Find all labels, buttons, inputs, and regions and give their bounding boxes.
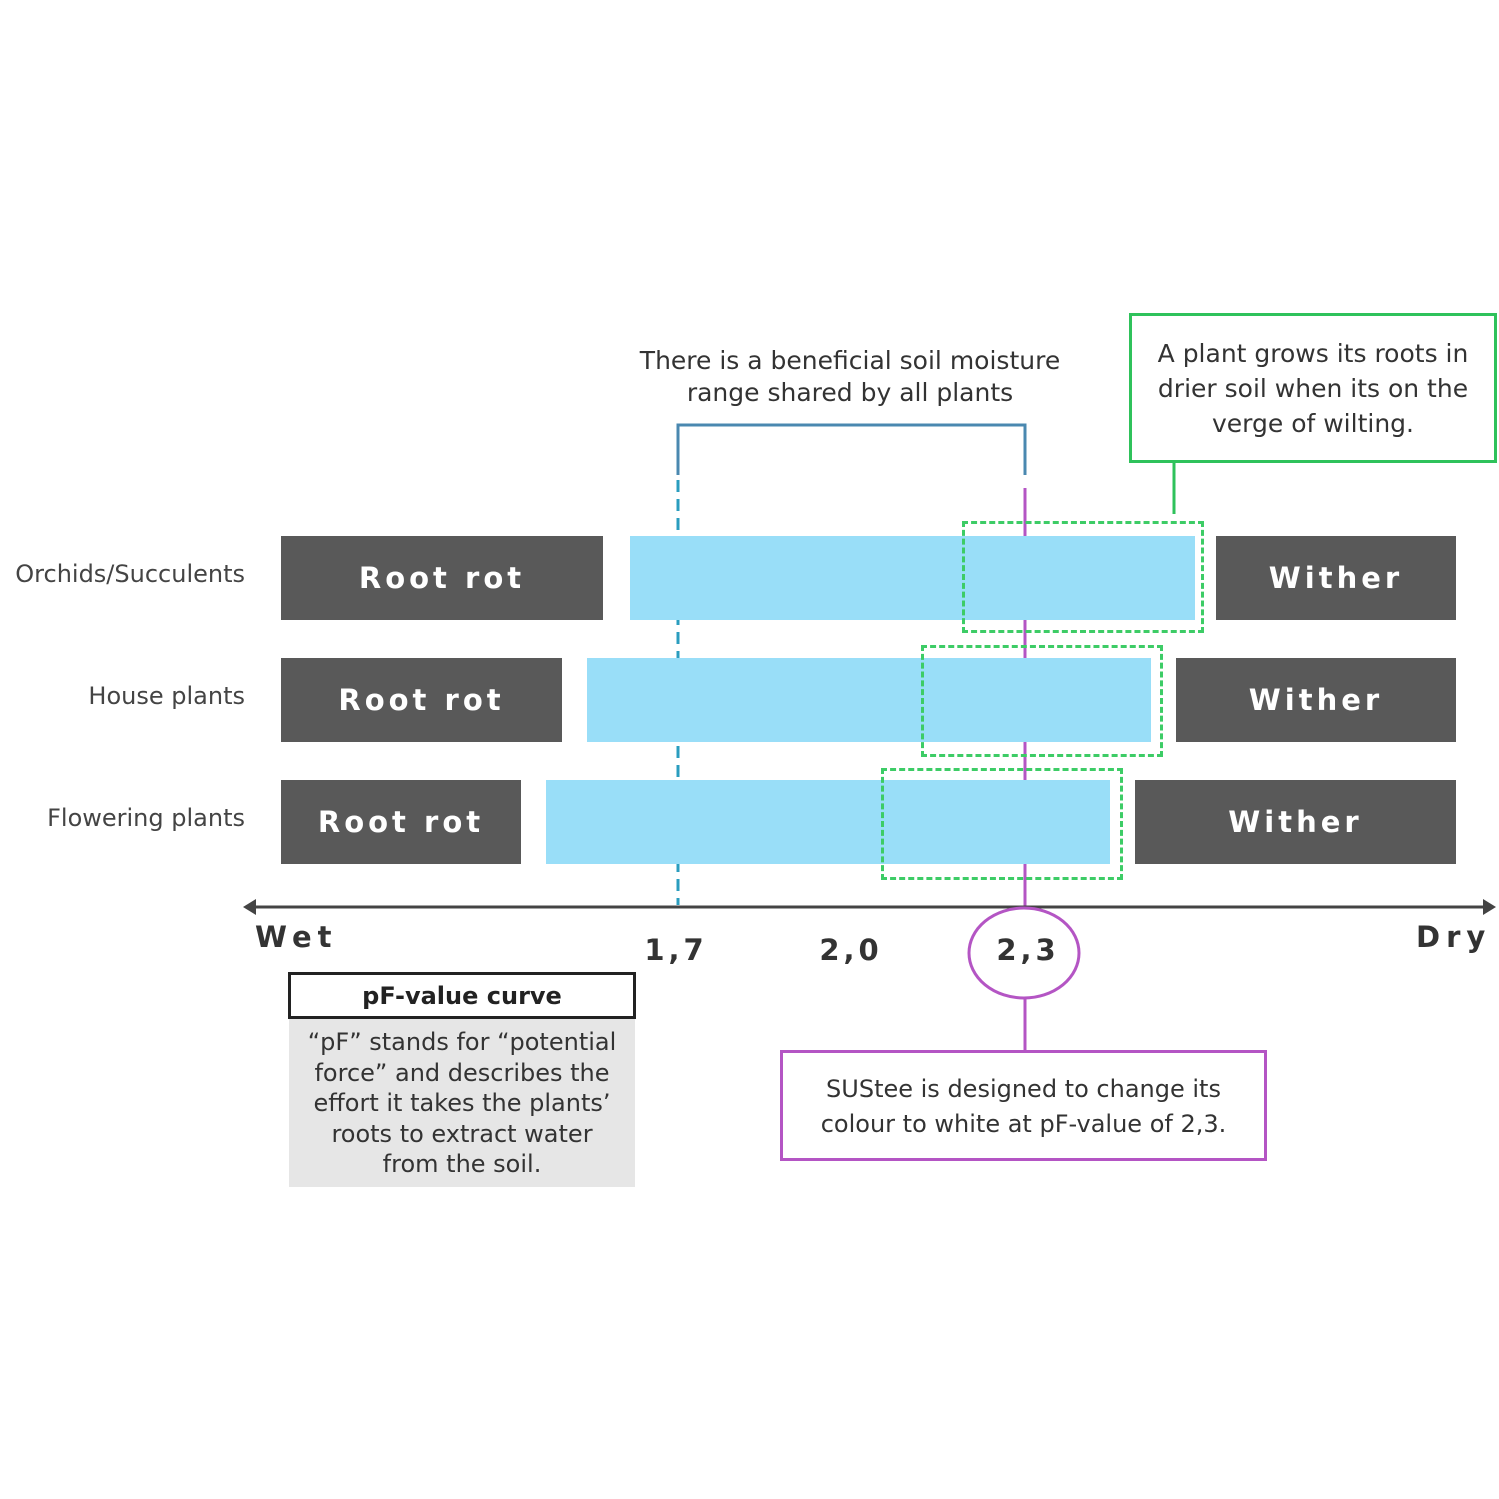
axis-label-dry: Dry [1416,920,1492,954]
green-callout-line-3: verge of wilting. [1211,409,1414,438]
healthy-range-bar-house-plants [587,658,1151,742]
green-callout-box: A plant grows its roots in drier soil wh… [1129,313,1497,463]
green-callout-line-1: A plant grows its roots in [1157,339,1469,368]
purple-callout-line-1: SUStee is designed to change its [826,1075,1221,1103]
pf-value-description-box: “pF” stands for “potential force” and de… [289,1019,635,1187]
pf-description-line-4: roots to extract water [331,1119,593,1148]
axis-arrow-left-icon [243,899,256,915]
row-label-orchids: Orchids/Succulents [15,560,245,588]
root-rot-bar-house-plants: Root rot [281,658,562,742]
pf-description-line-5: from the soil. [382,1150,542,1178]
shared-range-line-2: range shared by all plants [686,378,1014,407]
green-callout-line-2: drier soil when its on the [1157,374,1469,403]
pf-value-title-box: pF-value curve [288,972,636,1019]
purple-callout-box: SUStee is designed to change its colour … [780,1050,1267,1161]
axis-arrow-right-icon [1483,899,1496,915]
healthy-range-bar-flowering-plants [546,780,1110,864]
root-rot-bar-flowering-plants: Root rot [281,780,521,864]
wither-bar-house-plants: Wither [1176,658,1456,742]
row-label-flowering-plants: Flowering plants [47,804,245,832]
row-label-house-plants: House plants [88,682,245,710]
shared-range-annotation: There is a beneficial soil moisture rang… [600,345,1100,409]
axis-tick-2-0: 2,0 [819,933,883,967]
pf-description-line-2: force” and describes the [314,1058,610,1087]
pf-value-title: pF-value curve [362,981,562,1010]
pf-description-line-1: “pF” stands for “potential [307,1028,617,1056]
wither-bar-orchids: Wither [1216,536,1456,620]
axis-tick-1-7: 1,7 [644,933,708,967]
root-growth-zone-house-plants [921,645,1163,757]
purple-callout-line-2: colour to white at pF-value of 2,3. [820,1110,1227,1138]
range-bracket [676,423,1027,475]
wither-bar-flowering-plants: Wither [1135,780,1456,864]
healthy-range-bar-orchids [630,536,1195,620]
pf-description-line-3: effort it takes the plants’ [313,1089,611,1117]
root-growth-zone-flowering-plants [881,768,1123,880]
axis-label-wet: Wet [255,920,338,954]
root-rot-bar-orchids: Root rot [281,536,603,620]
axis-tick-2-3: 2,3 [996,933,1060,967]
shared-range-line-1: There is a beneficial soil moisture [639,346,1061,375]
root-growth-zone-orchids [962,521,1204,633]
